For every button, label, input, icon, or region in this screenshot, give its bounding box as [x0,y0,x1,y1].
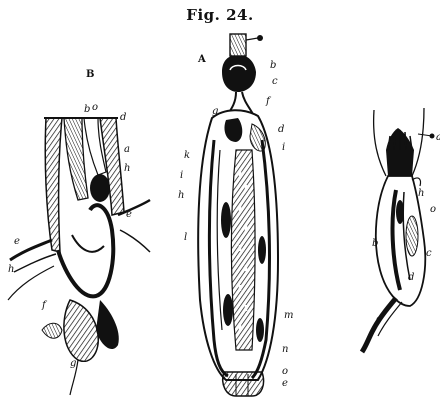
panel-a-label-f: f [265,96,272,107]
panel-b-label-g: g [70,358,76,369]
panel-a-label-h: h [178,190,184,201]
panel-b-label-h-right: h [124,163,130,174]
panel-b-label-b: b [84,104,90,115]
panel-c-label-c: c [426,248,432,259]
panel-c-label-b: b [372,238,378,249]
panel-c-label-a: a [436,132,440,143]
panel-b-label-o: o [92,102,98,113]
panel-a-label-n: n [282,344,288,355]
panel-a-label-m: m [284,310,293,321]
panel-b-drawing [8,118,150,395]
panel-a-label-k: k [184,150,190,161]
panel-c-label-o: o [430,204,436,215]
panel-a-label-e: e [282,378,288,389]
panel-b-label-f: f [41,300,48,311]
panel-c-label-e: e [376,314,382,325]
panel-b-label-e-left: e [14,236,20,247]
panel-c-drawing [362,108,435,352]
panel-c-label-h: h [418,188,424,199]
panel-b-label-e-right: e [126,209,132,220]
panel-b-label-a: a [124,144,130,155]
panel-a-label: A [197,54,206,65]
panel-a-label-o: o [282,366,288,377]
panel-a-label-b: b [270,60,276,71]
panel-a-label-i-right: i [282,142,285,153]
panel-c-label-d: d [408,272,414,283]
panel-b-label: B [86,69,94,80]
panel-a-label-i-left: i [180,170,183,181]
panel-a-drawing [198,34,278,396]
panel-a-label-g: g [212,106,218,117]
panel-a-label-l: l [184,232,187,243]
panel-a-label-d: d [278,124,284,135]
panel-b-label-h-left: h [8,264,14,275]
panel-a-label-c: c [272,76,278,87]
panel-b-label-d: d [120,112,126,123]
